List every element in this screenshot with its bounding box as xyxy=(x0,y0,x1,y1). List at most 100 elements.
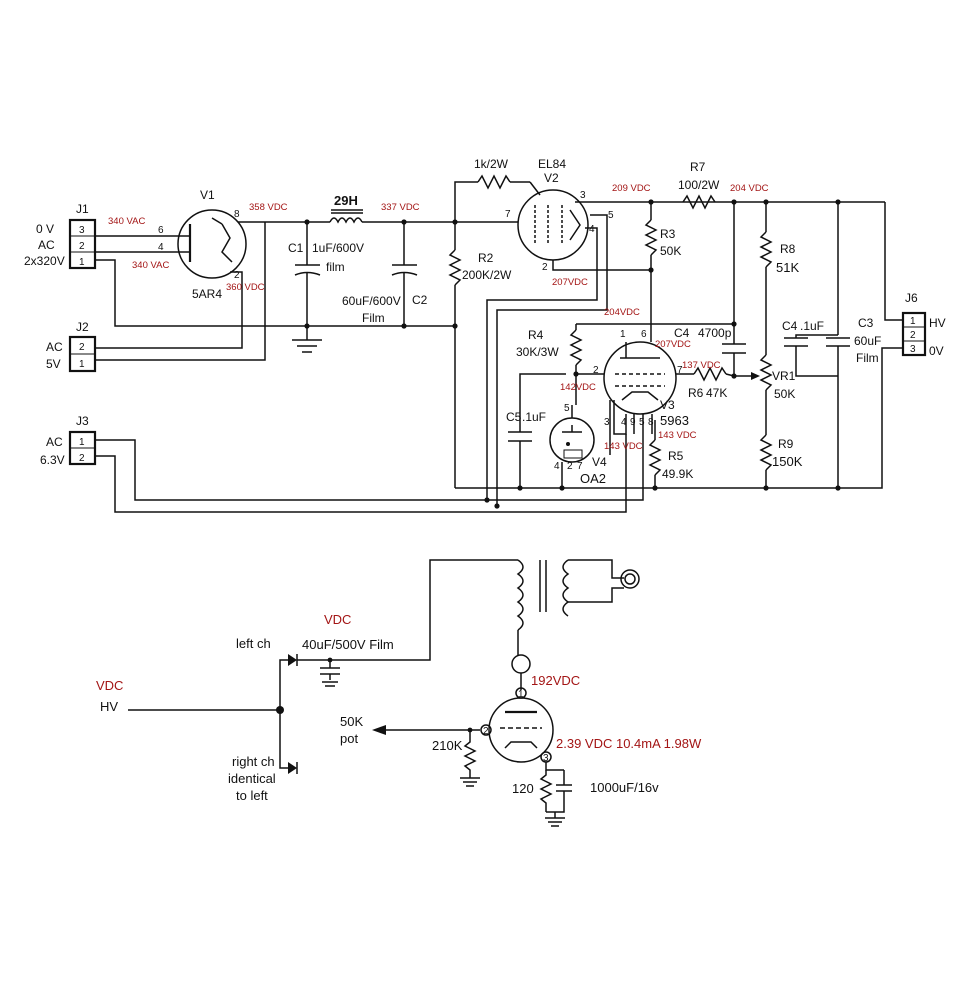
v4-pin-5: 5 xyxy=(564,403,570,414)
resistor-r4: R4 30K/3W xyxy=(516,324,583,405)
voltage-204vdc-b: 204VDC xyxy=(604,307,640,318)
v1-pin-8: 8 xyxy=(234,209,240,220)
j1-pin-1: 1 xyxy=(79,257,85,268)
v2-pin-3: 3 xyxy=(580,190,586,201)
c3-value: 60uF xyxy=(854,334,881,348)
to-left-label: to left xyxy=(236,788,268,803)
vr1-name: VR1 xyxy=(772,369,796,383)
voltage-358vdc: 358 VDC xyxy=(249,202,288,213)
resistor-r5: R5 49.9K xyxy=(648,420,693,488)
voltage-209vdc: 209 VDC xyxy=(612,183,651,194)
capacitor-c1: C1 1uF/600V film xyxy=(288,222,364,326)
v2-pin-4: 4 xyxy=(589,224,595,235)
voltage-143vdc-b: 143 VDC xyxy=(658,430,697,441)
cathode-info: 2.39 VDC 10.4mA 1.98W xyxy=(556,736,702,751)
j3-label-6v3: 6.3V xyxy=(40,453,65,467)
resistor-1k: 1k/2W xyxy=(454,157,530,222)
voltage-137vdc: 137 VDC xyxy=(682,360,721,371)
voltage-143vdc-a: 143 VDC xyxy=(604,441,643,452)
j6-label-0v: 0V xyxy=(929,344,944,358)
capacitor-c2: 60uF/600V Film C2 xyxy=(342,222,428,326)
c2-value: 60uF/600V xyxy=(342,294,401,308)
r1k-value: 1k/2W xyxy=(474,157,509,171)
potentiometer-vr1: VR1 50K xyxy=(759,354,796,435)
v1-type: 5AR4 xyxy=(192,287,222,301)
j3-pin-1: 1 xyxy=(79,437,85,448)
r6-name: R6 xyxy=(688,386,704,400)
choke-label: 29H xyxy=(334,193,358,208)
film-cap-label: 40uF/500V Film xyxy=(302,637,394,652)
resistor-r2: R2 200K/2W xyxy=(448,222,512,488)
j2-label-ac: AC xyxy=(46,340,63,354)
bottom-pin1: 1 xyxy=(518,689,524,700)
r8-value: 51K xyxy=(776,260,799,275)
c1-name: C1 xyxy=(288,241,304,255)
r6-value: 47K xyxy=(706,386,727,400)
v3-pin-7: 7 xyxy=(677,365,683,376)
v2-name: V2 xyxy=(544,171,559,185)
v3-type: 5963 xyxy=(660,413,689,428)
v4-pin-7: 7 xyxy=(577,461,583,472)
v1-name: V1 xyxy=(200,188,215,202)
resistor-r6: R6 47K xyxy=(688,366,735,400)
v3-pin-2: 2 xyxy=(593,365,599,376)
j1-label-0v: 0 V xyxy=(36,222,54,236)
output-stage-circuit: VDC HV left ch right ch identical to lef… xyxy=(96,559,702,827)
j6-pin-2: 2 xyxy=(910,330,916,341)
j3-label-ac: AC xyxy=(46,435,63,449)
grid-resistor: 210K xyxy=(432,738,463,753)
v4-type: OA2 xyxy=(580,471,606,486)
v3-name: V3 xyxy=(660,398,675,412)
voltage-340vac-b: 340 VAC xyxy=(132,260,169,271)
pot-value: 50K xyxy=(340,714,363,729)
r2-value: 200K/2W xyxy=(462,268,512,282)
v1-pin-6: 6 xyxy=(158,225,164,236)
c4b-name: C4 xyxy=(782,319,798,333)
j1-label-ac: AC xyxy=(38,238,55,252)
connector-j3: J3 1 2 AC 6.3V xyxy=(40,414,97,467)
j1-label-2x320v: 2x320V xyxy=(24,254,65,268)
c1-value: 1uF/600V xyxy=(312,241,364,255)
r5-value: 49.9K xyxy=(662,467,693,481)
left-ch-label: left ch xyxy=(236,636,271,651)
r2-name: R2 xyxy=(478,251,494,265)
v3-pin-5: 5 xyxy=(639,417,645,428)
j3-name: J3 xyxy=(76,414,89,428)
bottom-hv-label: HV xyxy=(100,699,118,714)
r8-name: R8 xyxy=(780,242,796,256)
voltage-360vdc: 360 VDC xyxy=(226,282,265,293)
c2-name: C2 xyxy=(412,293,428,307)
v3-pin-1: 1 xyxy=(620,329,626,340)
voltage-204vdc: 204 VDC xyxy=(730,183,769,194)
v4-name: V4 xyxy=(592,455,607,469)
j6-label-hv: HV xyxy=(929,316,946,330)
resistor-r3: R3 50K xyxy=(644,202,681,335)
tube-v2-el84: EL84 V2 3 5 7 4 2 xyxy=(505,157,614,273)
c4b-value: .1uF xyxy=(800,319,824,333)
r5-name: R5 xyxy=(668,449,684,463)
r3-name: R3 xyxy=(660,227,676,241)
r9-name: R9 xyxy=(778,437,794,451)
j1-name: J1 xyxy=(76,202,89,216)
c4-name: C4 xyxy=(674,326,690,340)
v3-pin-3: 3 xyxy=(604,417,610,428)
v3-pin-9: 9 xyxy=(630,417,636,428)
bottom-pin2: 2 xyxy=(483,726,489,737)
choke-29h: 29H xyxy=(329,193,363,224)
c1-sub: film xyxy=(326,260,345,274)
r3-value: 50K xyxy=(660,244,681,258)
v4-pin-2: 2 xyxy=(567,461,573,472)
voltage-340vac-a: 340 VAC xyxy=(108,216,145,227)
bottom-pin3: 3 xyxy=(543,753,549,764)
r9-value: 150K xyxy=(772,454,803,469)
v2-type: EL84 xyxy=(538,157,566,171)
voltage-207vdc-b: 207VDC xyxy=(655,339,691,350)
c4-value: 4700p xyxy=(698,326,732,340)
j3-pin-2: 2 xyxy=(79,453,85,464)
capacitor-c3: C3 60uF Film xyxy=(826,316,881,488)
v3-pin-4: 4 xyxy=(621,417,627,428)
j6-pin-1: 1 xyxy=(910,316,916,327)
v3-pin-6: 6 xyxy=(641,329,647,340)
ground-symbol-1 xyxy=(292,326,322,353)
r7-value: 100/2W xyxy=(678,178,720,192)
